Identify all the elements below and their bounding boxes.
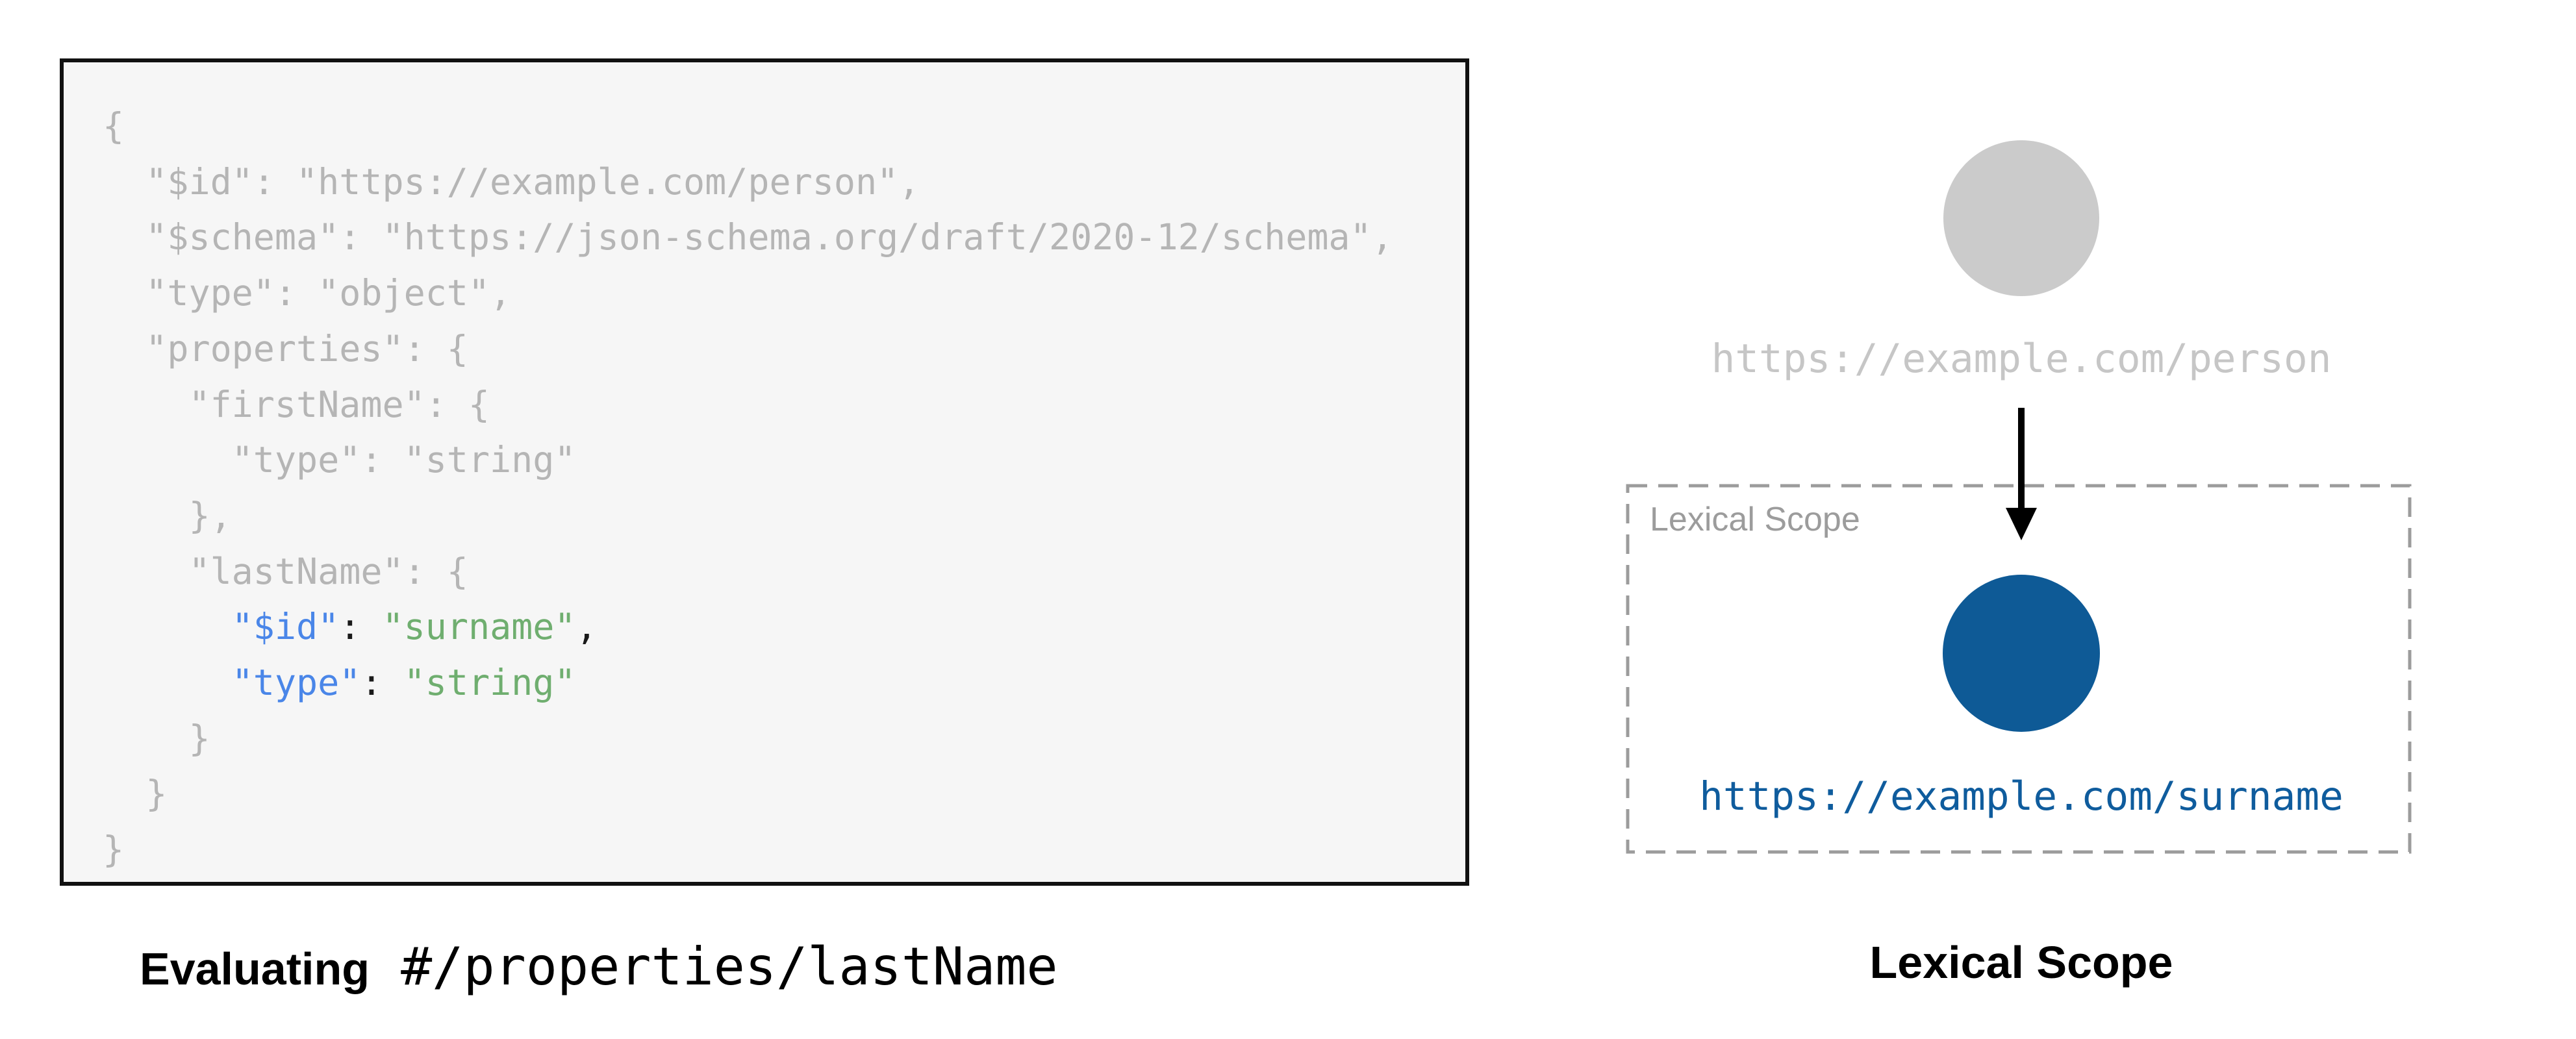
code-token: }	[103, 773, 168, 815]
code-line: "type": "string"	[103, 655, 1465, 711]
code-token: }	[103, 829, 125, 871]
code-token: "type"	[231, 662, 361, 704]
code-token: "surname"	[382, 606, 576, 648]
code-line: "lastName": {	[103, 544, 1465, 600]
code-line: "$schema": "https://json-schema.org/draf…	[103, 210, 1465, 266]
code-line: "type": "object",	[103, 266, 1465, 321]
code-line: "$id": "surname",	[103, 599, 1465, 655]
caption-json-pointer: #/properties/lastName	[369, 936, 1058, 997]
code-token: "properties": {	[103, 327, 468, 369]
code-token: "firstName": {	[103, 383, 490, 425]
code-token: :	[339, 606, 383, 648]
code-token: "lastName": {	[103, 550, 468, 592]
person-uri-label: https://example.com/person	[1711, 336, 2332, 382]
code-token: "type": "string"	[103, 439, 576, 481]
lexical-scope-caption: Lexical Scope	[1869, 937, 2173, 988]
code-token: "$id": "https://example.com/person",	[103, 160, 920, 203]
code-line: "firstName": {	[103, 377, 1465, 433]
code-panel-pre: { "$id": "https://example.com/person", "…	[64, 62, 1465, 882]
caption-evaluating: Evaluating #/properties/lastName	[140, 936, 1058, 997]
code-token: "type": "object",	[103, 272, 512, 314]
code-token: }	[103, 717, 210, 759]
code-line: "$id": "https://example.com/person",	[103, 155, 1465, 210]
code-line: }	[103, 711, 1465, 767]
code-token: ,	[575, 606, 598, 648]
code-token: "$id"	[231, 606, 340, 648]
caption-evaluating-word: Evaluating	[140, 944, 370, 994]
code-line: }	[103, 766, 1465, 822]
arrow-down-icon	[2006, 408, 2037, 540]
code-token: },	[103, 494, 232, 536]
code-line: "properties": {	[103, 321, 1465, 377]
code-token: "$schema": "https://json-schema.org/draf…	[103, 216, 1393, 258]
lexical-scope-box	[1626, 484, 2412, 854]
code-token	[103, 662, 232, 703]
lexical-scope-label: Lexical Scope	[1650, 501, 1860, 538]
code-token	[103, 606, 232, 647]
code-panel: { "$id": "https://example.com/person", "…	[60, 58, 1469, 886]
code-line: {	[103, 99, 1465, 155]
schema-node-surname	[1943, 575, 2100, 732]
code-token: :	[360, 662, 404, 704]
surname-uri-label: https://example.com/surname	[1699, 773, 2343, 820]
code-token: {	[103, 105, 125, 147]
code-line: },	[103, 488, 1465, 544]
code-line: "type": "string"	[103, 432, 1465, 488]
code-token: "string"	[403, 662, 576, 704]
code-line: }	[103, 822, 1465, 878]
schema-node-person	[1943, 140, 2099, 296]
